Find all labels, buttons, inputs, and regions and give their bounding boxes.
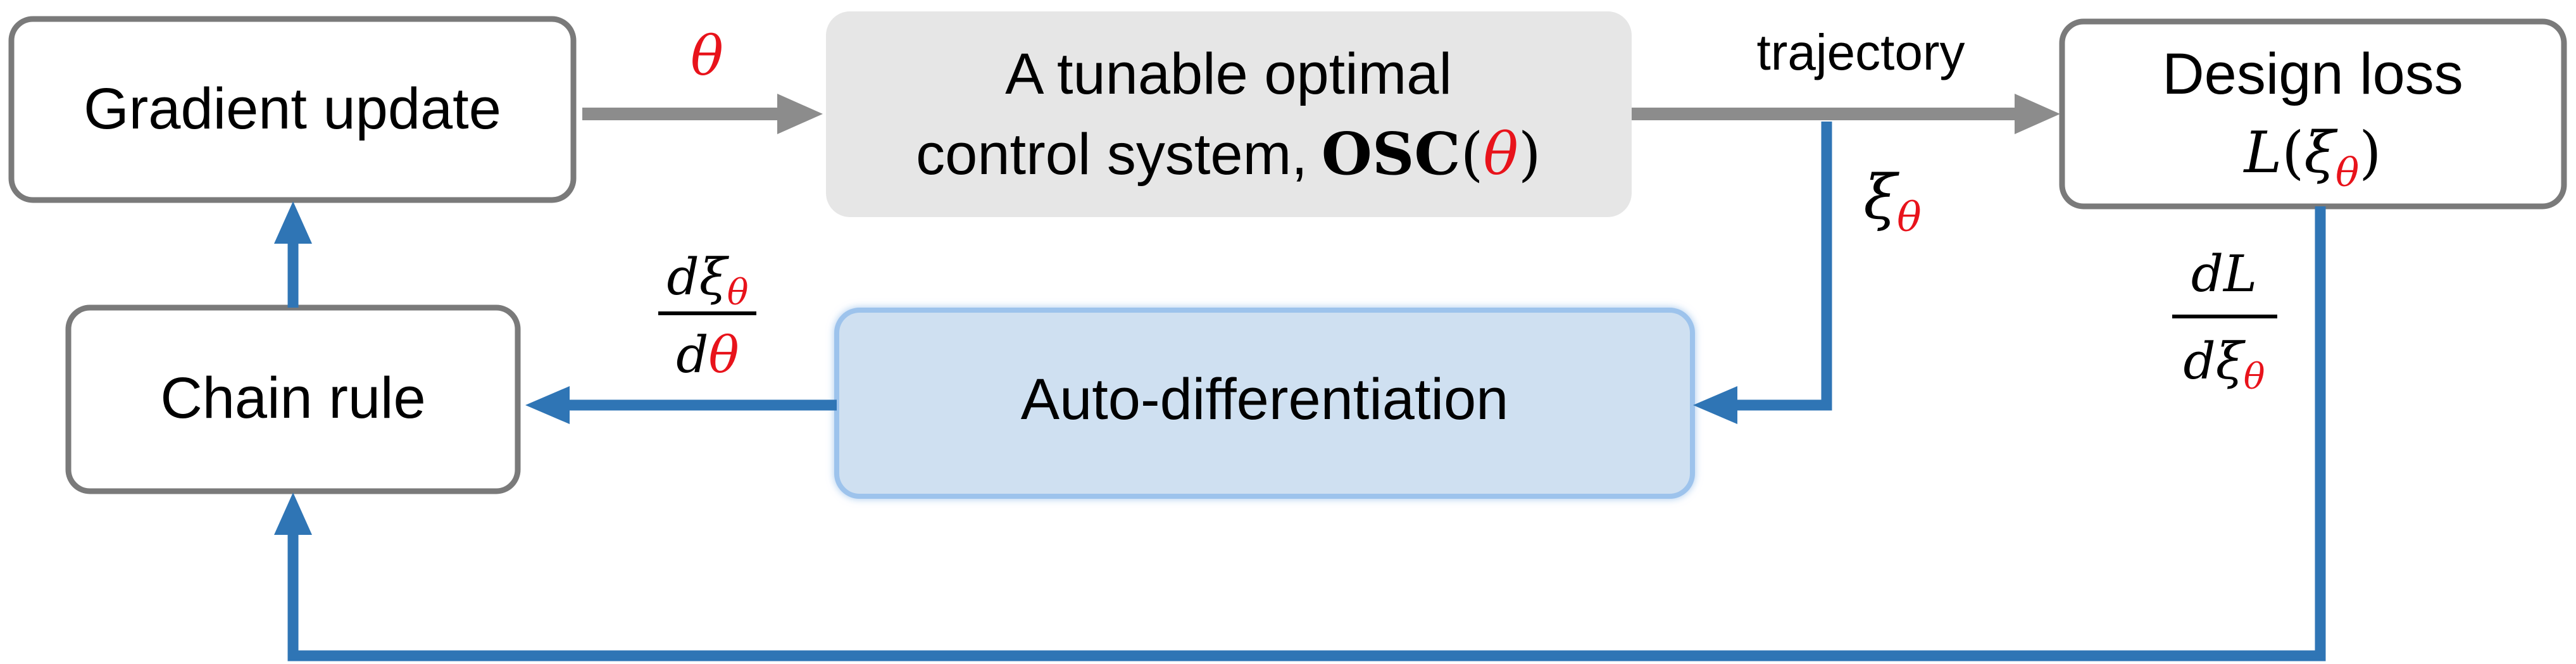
osc-symbol: OSC xyxy=(1322,120,1461,188)
dxi-dtheta-label: dξθ dθ xyxy=(658,247,756,384)
loss-to-chainrule-arrow xyxy=(274,206,2326,661)
svg-text:dθ: dθ xyxy=(676,325,739,384)
chain-rule-label: Chain rule xyxy=(160,366,425,430)
svg-text:dξθ: dξθ xyxy=(2184,332,2265,398)
osc-theta: θ xyxy=(1484,120,1518,188)
theta-arrow xyxy=(582,94,823,134)
chain-rule-box: Chain rule xyxy=(65,304,521,494)
dl-dxi-label: dL dξθ xyxy=(2172,244,2277,398)
design-loss-box: Design loss L(ξθ) xyxy=(2059,18,2567,210)
design-loss-label: Design loss xyxy=(2162,42,2463,106)
osc-box: A tunable optimal control system,OSC(θ) xyxy=(826,11,1632,217)
trajectory-label: trajectory xyxy=(1757,24,1965,80)
gradient-update-label: Gradient update xyxy=(84,77,501,141)
chainrule-to-gradient-arrow xyxy=(274,201,312,308)
auto-diff-box: Auto-differentiation xyxy=(834,308,1695,499)
svg-text:dL: dL xyxy=(2191,244,2257,303)
theta-label: θ xyxy=(691,25,723,88)
osc-label-text: control system, xyxy=(916,122,1308,187)
gradient-update-box: Gradient update xyxy=(8,16,577,203)
osc-label-line2: control system,OSC(θ) xyxy=(916,120,1541,188)
loss-theta-subscript: θ xyxy=(2335,149,2359,196)
auto-diff-label: Auto-differentiation xyxy=(1021,367,1509,432)
svg-text:dξθ: dξθ xyxy=(667,247,749,313)
autodiff-to-chainrule-arrow xyxy=(525,386,837,424)
trajectory-to-autodiff-arrow xyxy=(1693,122,1832,424)
design-loss-formula: L(ξθ) xyxy=(2243,120,2382,196)
osc-label-line1: A tunable optimal xyxy=(1005,42,1452,106)
trajectory-arrow xyxy=(1632,94,2060,134)
loss-xi: ξ xyxy=(2304,120,2338,186)
loss-symbol: L xyxy=(2243,120,2282,186)
xi-theta-label: ξθ xyxy=(1863,162,1921,241)
